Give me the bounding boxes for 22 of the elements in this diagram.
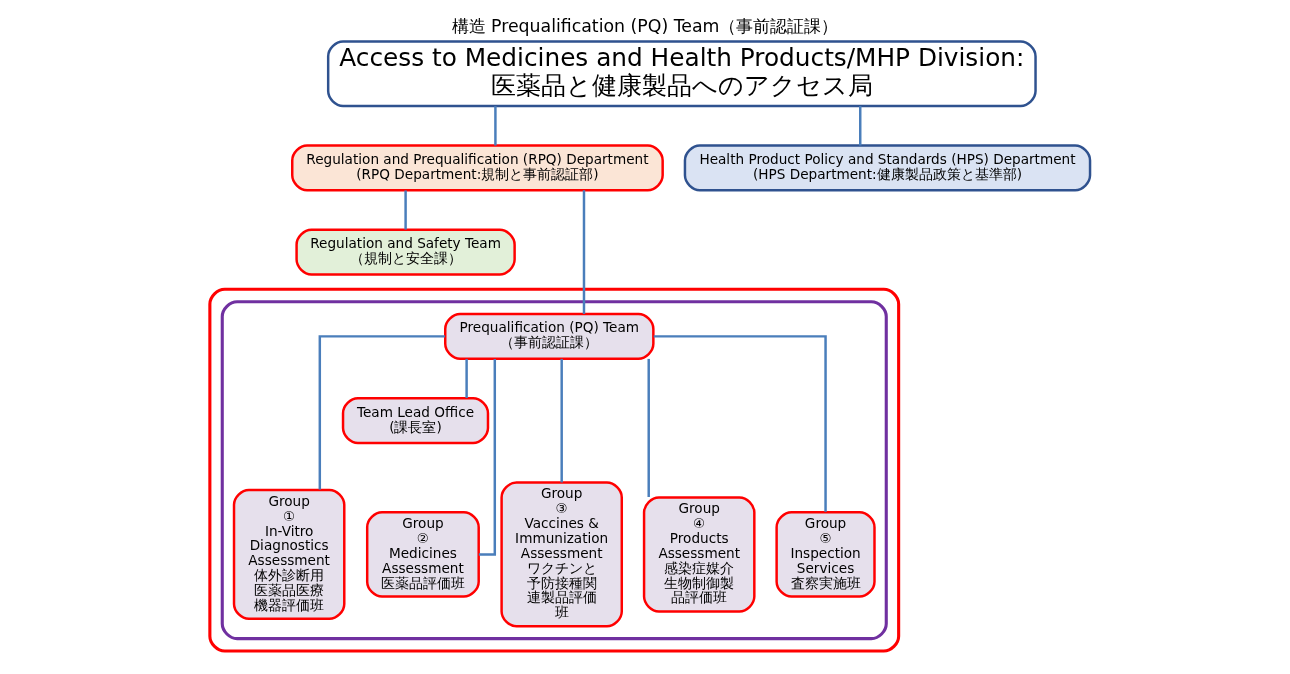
node-box: Health Product Policy and Standards (HPS) Department (HPS Department:健康製品政策と基準部) [683, 144, 1092, 192]
node-box: Regulation and Prequalification (RPQ) Department (RPQ Department:規制と事前認証部) [291, 144, 664, 192]
connector [478, 358, 497, 556]
node-box: Group ③ Vaccines & Immunization Assessment ワクチンと予防接種関連製品評価班 [500, 481, 623, 628]
connector [582, 190, 586, 314]
connector [318, 335, 445, 490]
node-box: Group ⑤ Inspection Services 査察実施班 [775, 511, 876, 598]
node-box: Team Lead Office (課長室) [341, 397, 490, 445]
connector [465, 358, 468, 398]
connector [494, 106, 497, 146]
connector [859, 106, 862, 146]
connector [647, 358, 650, 498]
node-box: Access to Medicines and Health Products/MHP Division: 医薬品と健康製品へのアクセス局 [326, 40, 1037, 108]
diagram-title: 構造 Prequalification (PQ) Team（事前認証課） [451, 15, 839, 36]
node-box: Regulation and Safety Team （規制と安全課） [295, 228, 516, 276]
node-box: Group ② Medicines Assessment 医薬品評価班 [365, 511, 480, 598]
node-box: Group ① In-Vitro Diagnostics Assessment 体外診断用医薬品医療機器評価班 [232, 488, 346, 621]
connector [404, 190, 407, 230]
connector [653, 335, 827, 512]
connector [560, 358, 563, 483]
node-box: Group ④ Products Assessment 感染症媒介生物制御製品評価班 [642, 496, 756, 613]
node-box: Prequalification (PQ) Team （事前認証課） [444, 312, 655, 360]
